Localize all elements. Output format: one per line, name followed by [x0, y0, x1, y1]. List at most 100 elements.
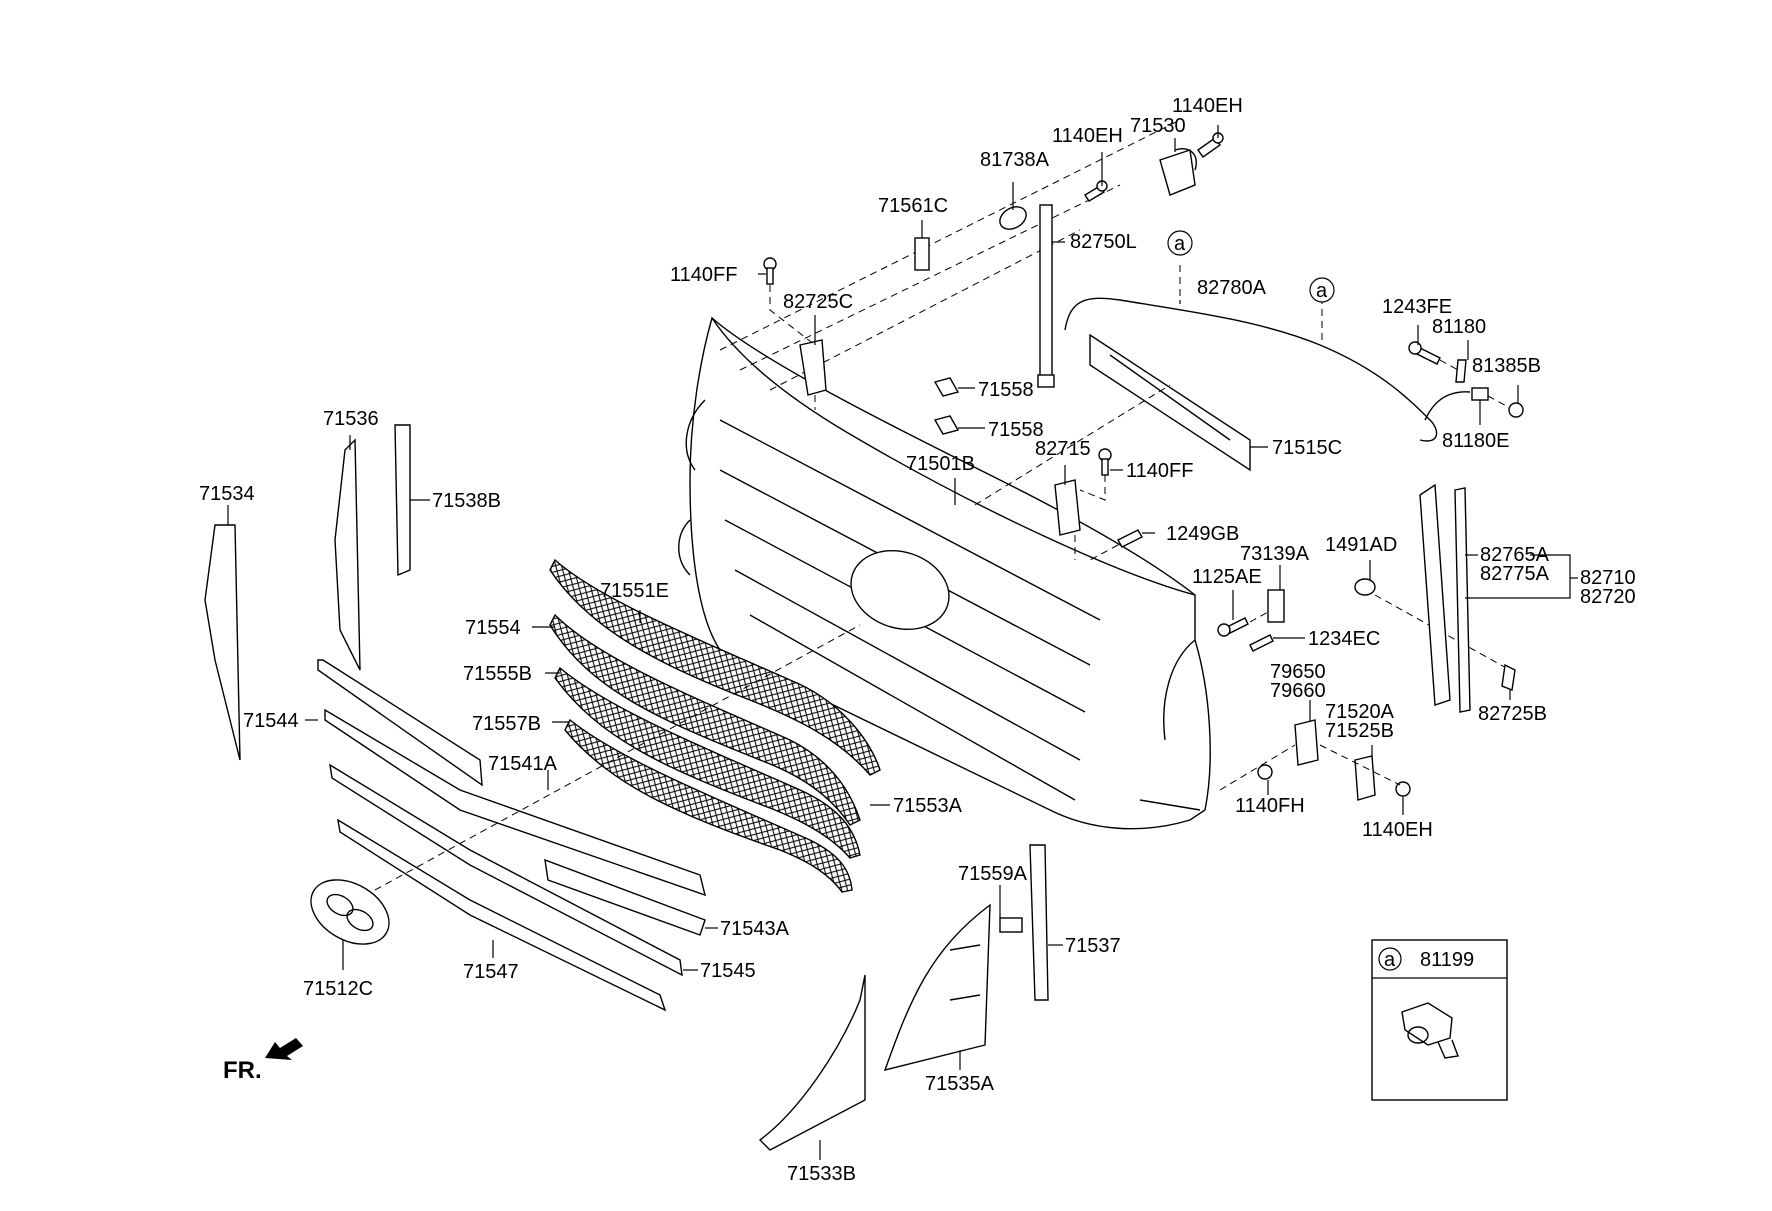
- emblem-71512C[interactable]: [300, 867, 401, 957]
- label-79660: 79660: [1270, 680, 1326, 702]
- bolt-1140EH-bottom[interactable]: [1395, 781, 1411, 797]
- strip-71543A[interactable]: [544, 858, 706, 936]
- strip-71541A[interactable]: [324, 708, 706, 897]
- strip-71545[interactable]: [329, 763, 683, 977]
- label-1234EC: 1234EC: [1308, 628, 1380, 650]
- mesh-71555B[interactable]: [554, 666, 861, 859]
- nut-81385B[interactable]: [1508, 402, 1524, 418]
- side-cover-71536[interactable]: [334, 438, 361, 671]
- clip-71559A[interactable]: [999, 917, 1023, 933]
- grille-body-71501B[interactable]: [678, 316, 1211, 830]
- label-82750L: 82750L: [1070, 231, 1137, 253]
- bolt-1140EH-mid[interactable]: [1084, 180, 1108, 202]
- label-71557B: 71557B: [472, 713, 541, 735]
- bolt-1234EC[interactable]: [1249, 634, 1274, 652]
- callout-a-inset: [1378, 947, 1402, 971]
- label-71536: 71536: [323, 408, 379, 430]
- plate-71515C[interactable]: [1089, 333, 1251, 472]
- label-71512C: 71512C: [303, 978, 373, 1000]
- bracket-71537[interactable]: [1029, 844, 1049, 1001]
- label-71544: 71544: [243, 710, 299, 732]
- hood-release-cable-82780A[interactable]: [1064, 297, 1438, 442]
- bolt-1125AE[interactable]: [1217, 617, 1249, 637]
- label-71535A: 71535A: [925, 1073, 995, 1095]
- bolt-1140FF-right[interactable]: [1098, 448, 1112, 476]
- label-71501B: 71501B: [906, 453, 975, 475]
- label-1140EH: 1140EH: [1052, 125, 1123, 147]
- screw-1249GB[interactable]: [1117, 529, 1143, 548]
- side-cover-71534[interactable]: [204, 524, 241, 761]
- bolt-1243FE[interactable]: [1408, 341, 1441, 365]
- label-71545: 71545: [700, 960, 756, 982]
- label-71551E: 71551E: [600, 580, 669, 602]
- mesh-71551E[interactable]: [549, 558, 881, 776]
- label-82715: 82715: [1035, 438, 1091, 460]
- label-71533B: 71533B: [787, 1163, 856, 1185]
- bracket-71538B[interactable]: [394, 424, 411, 577]
- label-82725B: 82725B: [1478, 703, 1547, 725]
- bracket-82715[interactable]: [1054, 479, 1081, 536]
- label-82710: 82710: [1580, 567, 1636, 589]
- label-71554: 71554: [465, 617, 521, 639]
- svg-text:a: a: [1316, 280, 1328, 302]
- bolt-1140FH[interactable]: [1257, 764, 1273, 780]
- part-73139A[interactable]: [1267, 589, 1285, 623]
- strip-71547[interactable]: [337, 818, 667, 1012]
- latch-71561C[interactable]: [914, 237, 930, 271]
- grommet-1491AD[interactable]: [1354, 578, 1376, 596]
- cover-71533B[interactable]: [758, 974, 866, 1151]
- label-81385B: 81385B: [1472, 355, 1541, 377]
- label-71543A: 71543A: [720, 918, 790, 940]
- label-71541A: 71541A: [488, 753, 558, 775]
- clip-82725B[interactable]: [1501, 663, 1516, 691]
- seal-82765A[interactable]: [1419, 483, 1451, 706]
- label-1140FF: 1140FF: [670, 264, 737, 286]
- label-79650: 79650: [1270, 661, 1326, 683]
- emblem-mount: [850, 549, 950, 631]
- seal-82775A[interactable]: [1454, 487, 1471, 713]
- label-81199: 81199: [1420, 949, 1474, 971]
- label-71559A: 71559A: [958, 863, 1028, 885]
- label-71561C: 71561C: [878, 195, 948, 217]
- bracket-71520A[interactable]: [1354, 755, 1376, 801]
- bumper-81738A[interactable]: [996, 202, 1030, 233]
- bracket-82725C[interactable]: [799, 339, 827, 396]
- label-73139A: 73139A: [1240, 543, 1310, 565]
- label-71537: 71537: [1065, 935, 1121, 957]
- assembly-line: [719, 119, 1181, 351]
- label-81180: 81180: [1432, 316, 1486, 338]
- callout-a-top-right: a: [1309, 277, 1335, 303]
- clip-71558-b[interactable]: [933, 415, 960, 435]
- label-82780A: 82780A: [1197, 277, 1267, 299]
- clip-71558-a[interactable]: [933, 377, 960, 397]
- hood-stay-82750L[interactable]: [1037, 204, 1055, 388]
- mesh-71554[interactable]: [549, 613, 861, 826]
- label-71530: 71530: [1130, 115, 1186, 137]
- cover-71535A[interactable]: [883, 903, 991, 1071]
- part-81180[interactable]: [1455, 359, 1467, 383]
- inset-81199[interactable]: a 81199: [1371, 939, 1508, 1101]
- clip-81199-icon: [1401, 1002, 1459, 1059]
- label-71555B: 71555B: [463, 663, 532, 685]
- label-71525B: 71525B: [1325, 720, 1394, 742]
- bracket-79650[interactable]: [1294, 719, 1319, 766]
- label-82765A: 82765A: [1480, 544, 1550, 566]
- strip-71544[interactable]: [317, 659, 483, 787]
- label-82725C: 82725C: [783, 291, 853, 313]
- svg-text:FR.: FR.: [223, 1057, 262, 1084]
- bracket-71530[interactable]: [1159, 148, 1197, 196]
- label-1243FE: 1243FE: [1382, 296, 1452, 318]
- bolt-1140FF-left[interactable]: [763, 257, 777, 285]
- mesh-71557B[interactable]: [564, 718, 853, 893]
- label-1140EH: 1140EH: [1172, 95, 1243, 117]
- label-82775A: 82775A: [1480, 563, 1550, 585]
- callout-a-top-left: a: [1167, 230, 1193, 256]
- label-71520A: 71520A: [1325, 701, 1395, 723]
- label-1125AE: 1125AE: [1192, 566, 1262, 588]
- part-81180E[interactable]: [1471, 387, 1489, 401]
- label-81738A: 81738A: [980, 149, 1050, 171]
- label-81180E: 81180E: [1442, 430, 1509, 452]
- bolt-1140EH-top[interactable]: [1197, 132, 1224, 158]
- label-71558: 71558: [978, 379, 1034, 401]
